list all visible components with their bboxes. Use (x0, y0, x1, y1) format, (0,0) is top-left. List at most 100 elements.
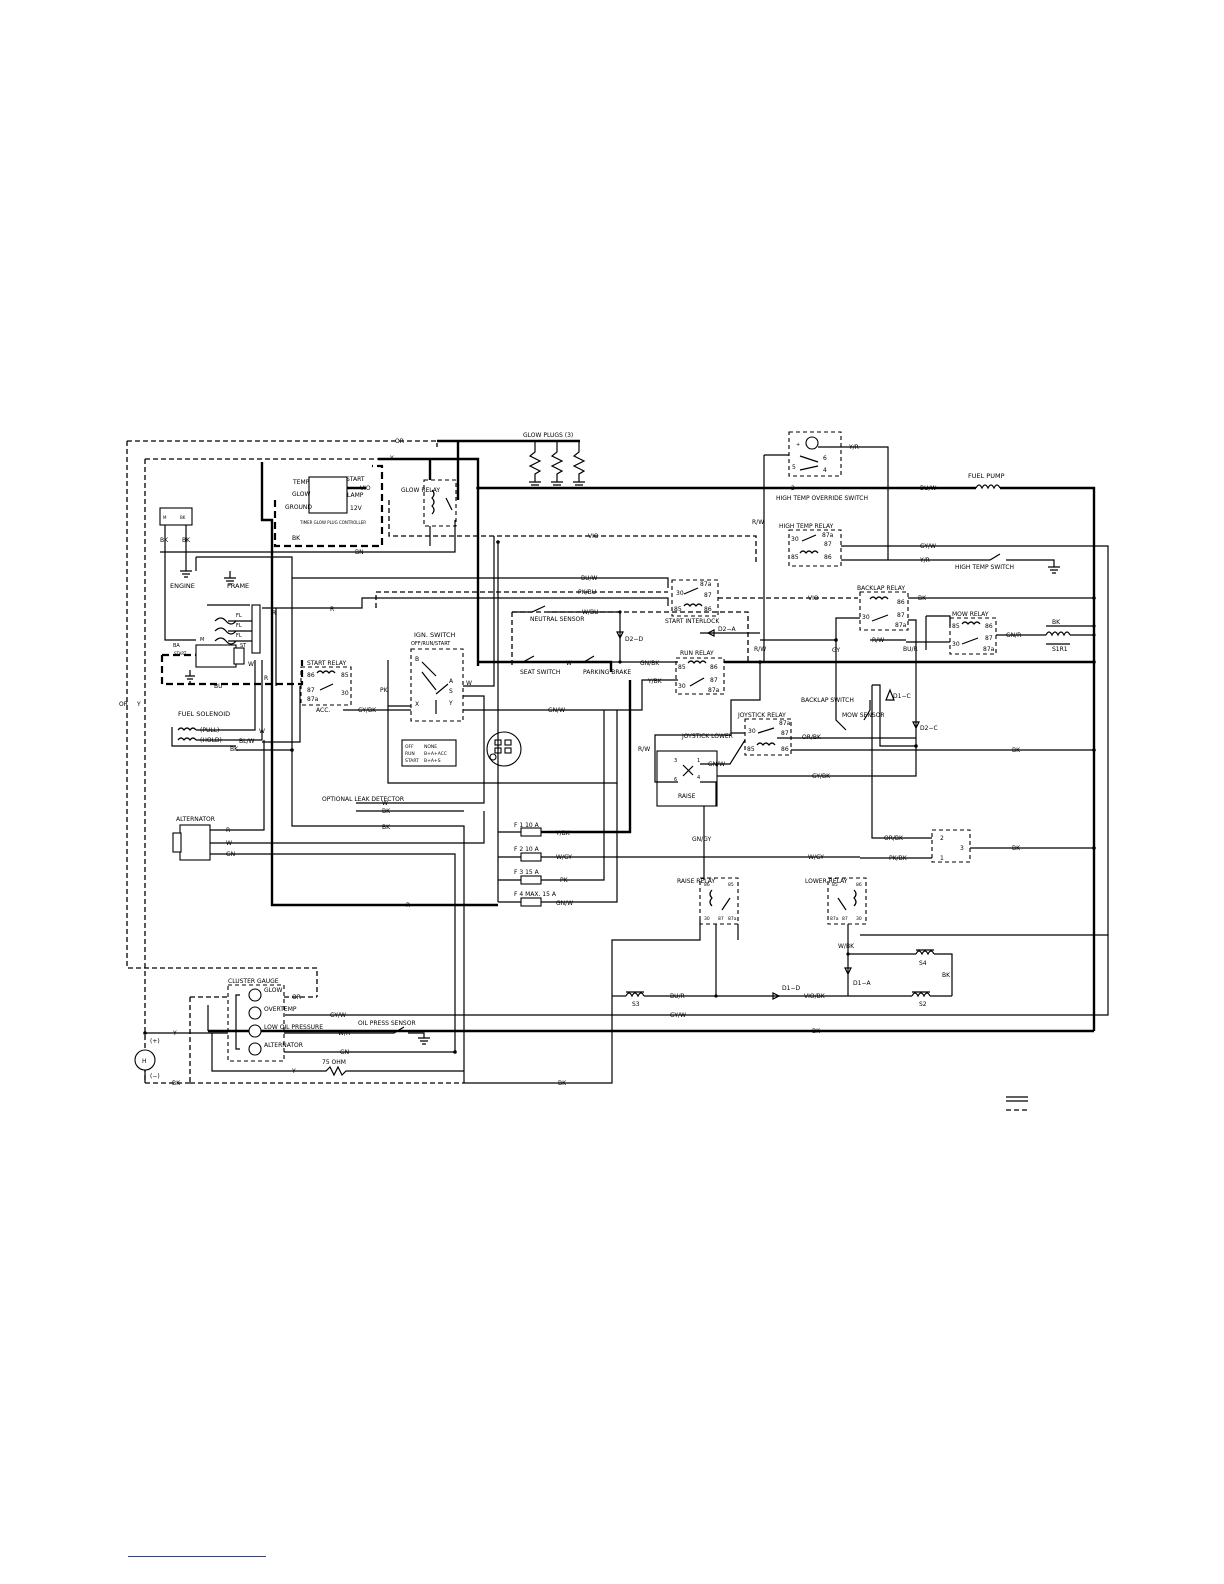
wire-label: R (272, 610, 276, 617)
wire-label: BU/W (920, 485, 937, 492)
bk-lower (464, 920, 701, 1084)
wire-label: Y (172, 1030, 177, 1037)
svg-text:4: 4 (697, 775, 700, 781)
s1r1-label: S1R1 (1052, 646, 1068, 653)
high-temp-override-label: HIGH TEMP OVERRIDE SWITCH (776, 495, 868, 502)
wire-label: BK (1052, 619, 1061, 626)
wire-label: W (248, 661, 254, 668)
wire-label: VIO (808, 595, 819, 602)
fuse-label: F 4 MAX. 15 A (514, 891, 557, 898)
pin-label: 30 (862, 614, 870, 621)
svg-text:FL: FL (236, 633, 242, 639)
wire-label: W (259, 728, 265, 735)
parking-brake-label: PARKING BRAKE (583, 669, 631, 676)
wire-label: OR (119, 701, 128, 708)
wire-label: OR (395, 438, 404, 445)
wire-label: Y/BK (555, 830, 571, 837)
wire-label: GN/W (548, 707, 565, 714)
svg-text:+: + (796, 442, 800, 448)
glow-relay-label: GLOW RELAY (401, 487, 440, 494)
joystick-switch: JOYSTICK LOWER RAISE 3 1 6 4 R/W GN/W GN… (638, 733, 746, 880)
wire-label: Y/R (848, 444, 859, 451)
main-y-wire (378, 457, 480, 666)
high-temp-relay-label: HIGH TEMP RELAY (779, 523, 834, 530)
pin-label: 87a (779, 720, 791, 727)
svg-text:FL: FL (236, 613, 242, 619)
outer-harness-or: OR OR (119, 438, 438, 997)
wire-label: GN/GY (692, 836, 712, 843)
wire-label: W (382, 800, 388, 807)
svg-text:OFF: OFF (405, 744, 414, 750)
pin-label-ground: GROUND (285, 504, 312, 511)
wire-label: R/W (752, 519, 764, 526)
glow-controller-label: TIMER GLOW PLUG CONTROLLER (299, 520, 366, 525)
neutral-sensor-label: NEUTRAL SENSOR (530, 616, 584, 623)
starter-motor: BU BA M START FL FL FL ST (160, 604, 304, 690)
wire-label: BK (230, 746, 239, 753)
wire-label: W (466, 680, 472, 687)
pin-label: 30 (678, 683, 686, 690)
wire-label: R/W (754, 646, 766, 653)
pin-label: 86 (704, 882, 710, 888)
pin-label: 87a (700, 581, 712, 588)
fuse-label: F 3 15 A (514, 869, 540, 876)
svg-text:BA: BA (173, 643, 180, 649)
svg-text:NONE: NONE (424, 744, 437, 750)
leak-detector-label: OPTIONAL LEAK DETECTOR (322, 796, 404, 803)
wire-label: VIO (360, 485, 371, 492)
pin-label: 87a (307, 696, 319, 703)
svg-text:B: B (415, 656, 419, 663)
wire-label: BK (942, 972, 951, 979)
svg-text:4: 4 (823, 467, 827, 474)
r-main-loop (260, 462, 498, 907)
mow-relay-label: MOW RELAY (952, 611, 989, 618)
joystick-relay-label: JOYSTICK RELAY (737, 712, 786, 719)
svg-text:M: M (163, 515, 167, 520)
pin-label: 86 (704, 606, 712, 613)
svg-text:6: 6 (674, 777, 677, 783)
minus-label: (−) (150, 1073, 160, 1080)
ign-positions-label: OFF/RUN/START (411, 641, 451, 647)
pin-label: 87 (842, 916, 848, 922)
wire-label: GN/BK (640, 660, 660, 667)
pin-label: 85 (952, 623, 960, 630)
wire-label: Y (291, 1068, 296, 1075)
fuel-solenoid-label: FUEL SOLENOID (178, 710, 230, 718)
pin-label: 85 (678, 664, 686, 671)
diode-label: D2−D (625, 636, 643, 643)
wire-label: BK (558, 1080, 567, 1087)
svg-text:M: M (200, 637, 204, 643)
pin-label: 30 (791, 536, 799, 543)
svg-text:X: X (415, 701, 419, 708)
glow-plugs-label: GLOW PLUGS (3) (523, 432, 573, 439)
bk-main-loop (291, 750, 465, 1083)
pin-label: 87 (710, 677, 718, 684)
wire-label: Y (136, 701, 141, 708)
hour-meter: H (+) (−) BK (134, 1038, 464, 1087)
ign-position-table: OFF NONE RUN B+A+ACC START B+A+S (401, 739, 457, 767)
svg-text:BK: BK (180, 515, 186, 520)
pin-label: 86 (710, 664, 718, 671)
pin-label: 87a (708, 687, 720, 694)
line-legend (1006, 1096, 1028, 1111)
wire-label: BK (1012, 845, 1021, 852)
wire-label: OR (292, 994, 301, 1001)
raise-label: RAISE (678, 793, 696, 800)
s3-label: S3 (632, 1001, 640, 1008)
pin-label: 30 (341, 690, 349, 697)
pin-label: 87a (728, 916, 737, 922)
svg-text:3: 3 (674, 758, 677, 764)
run-relay-label: RUN RELAY (680, 650, 714, 657)
svg-text:ST: ST (240, 643, 247, 649)
wire-label: BN (355, 549, 364, 556)
pin-label: 85 (674, 606, 682, 613)
ohm75-label: 75 OHM (322, 1059, 346, 1066)
wire-label: BK (1012, 747, 1021, 754)
glow-controller: TEMP START GLOW LAMP GROUND 12V TIMER GL… (273, 464, 384, 548)
svg-text:B+A+S: B+A+S (424, 758, 441, 764)
joystick-lower-label: JOYSTICK LOWER (681, 733, 733, 740)
wire-label: W/R (338, 1030, 350, 1037)
wire-label: W/GY (808, 854, 824, 861)
wire-label: GN/W (708, 761, 725, 768)
gy-w-bus (285, 935, 1109, 1016)
